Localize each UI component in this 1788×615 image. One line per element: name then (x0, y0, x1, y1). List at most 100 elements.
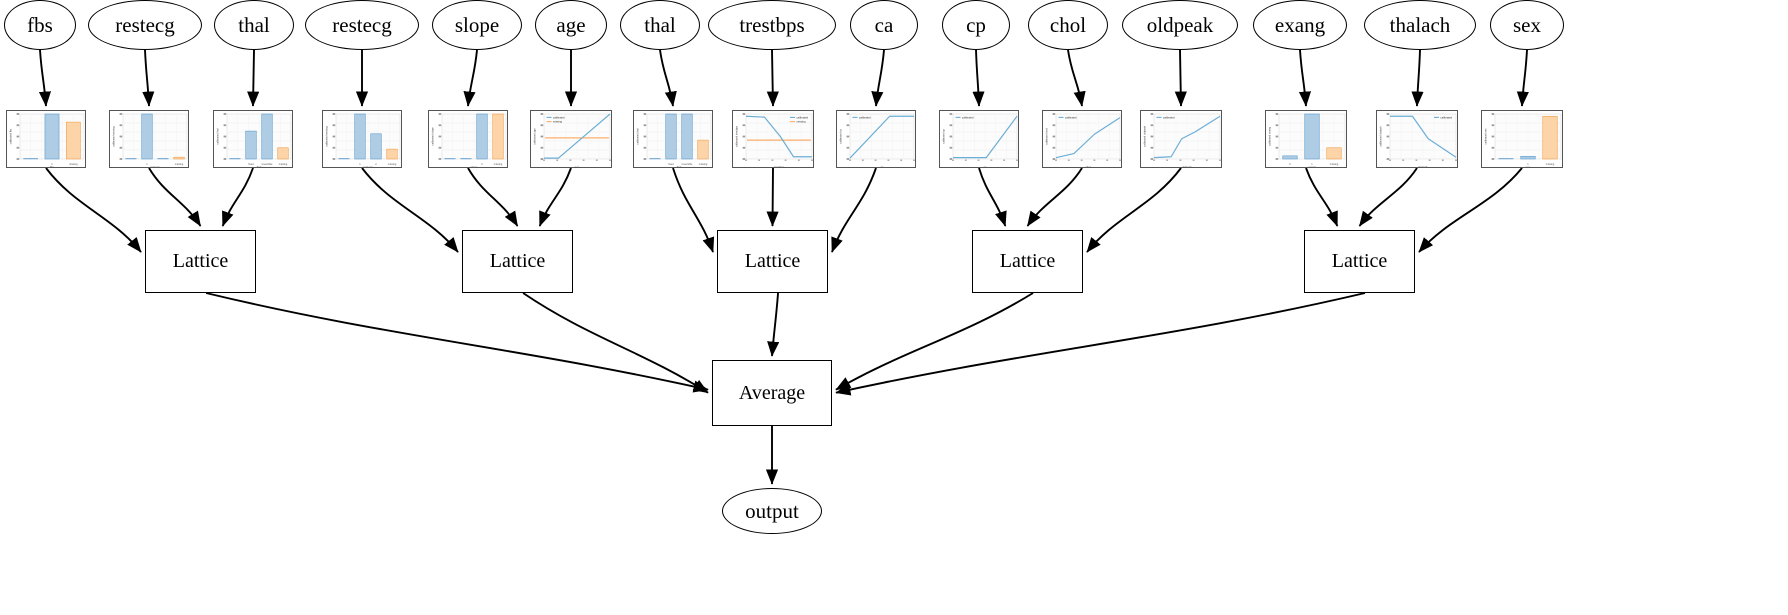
edge-plot-5-to-L1 (538, 167, 572, 227)
svg-text:exang: exang (1308, 165, 1316, 168)
feature-node-thalach-13[interactable]: thalach (1364, 0, 1476, 50)
edge-oldpeak-to-plot-11 (1174, 49, 1187, 107)
lattice-node-3[interactable]: Lattice (972, 230, 1083, 293)
feature-node-chol-10[interactable]: chol (1028, 0, 1108, 50)
average-node-label: Average (738, 381, 806, 404)
feature-node-sex-14[interactable]: sex (1490, 0, 1564, 50)
average-node[interactable]: Average (712, 360, 832, 426)
svg-text:trestbps: trestbps (774, 165, 785, 168)
feature-node-oldpeak-11[interactable]: oldpeak (1122, 0, 1238, 50)
feature-node-fbs-0[interactable]: fbs (4, 0, 76, 50)
svg-text:1: 1 (359, 163, 361, 166)
svg-text:calibrated: calibrated (1163, 116, 1175, 120)
svg-text:chol: chol (1085, 165, 1091, 168)
edge-plot-14-to-L4 (1418, 167, 1523, 253)
svg-text:calibrated oldpeak: calibrated oldpeak (1142, 125, 1146, 147)
calibrator-plot-chol-10[interactable]: calibrated chol chol calibrated (1042, 110, 1122, 168)
edge-plot-12-to-L4 (1305, 167, 1339, 227)
svg-text:ca: ca (881, 165, 884, 168)
feature-node-exang-12[interactable]: exang (1253, 0, 1347, 50)
svg-text:calibrated: calibrated (796, 116, 808, 120)
feature-node-label: thal (238, 12, 270, 37)
edge-plot-4-to-L1 (467, 167, 519, 227)
svg-text:calibrated trestbps: calibrated trestbps (734, 125, 738, 147)
svg-text:calibrated: calibrated (1065, 116, 1077, 120)
feature-node-label: ca (874, 12, 894, 37)
edge-fbs-to-plot-0 (38, 49, 52, 107)
svg-text:missing: missing (699, 163, 708, 166)
lattice-node-0[interactable]: Lattice (145, 230, 256, 293)
svg-text:missing: missing (494, 163, 503, 166)
feature-node-age-5[interactable]: age (535, 0, 607, 50)
svg-text:1: 1 (51, 163, 53, 166)
calibrator-plot-oldpeak-11[interactable]: calibrated oldpeak oldpeak calibrated (1140, 110, 1222, 168)
svg-text:calibrated thal: calibrated thal (635, 128, 639, 145)
edge-plot-7-to-L2 (766, 167, 779, 227)
svg-text:2: 2 (481, 163, 483, 166)
feature-node-label: sex (1513, 12, 1541, 37)
svg-text:thal: thal (677, 165, 682, 168)
lattice-node-label: Lattice (744, 250, 801, 272)
svg-text:calibrated cp: calibrated cp (941, 129, 945, 144)
feature-node-restecg-1[interactable]: restecg (88, 0, 202, 50)
svg-text:calibrated: calibrated (859, 116, 871, 120)
edge-plot-8-to-L2 (831, 167, 877, 253)
feature-node-slope-4[interactable]: slope (432, 0, 522, 50)
svg-text:restecg: restecg (150, 165, 160, 168)
lattice-node-2[interactable]: Lattice (717, 230, 828, 293)
feature-node-thal-2[interactable]: thal (214, 0, 294, 50)
svg-text:thal: thal (257, 165, 262, 168)
edge-slope-to-plot-4 (463, 49, 478, 107)
svg-text:restecg: restecg (363, 165, 373, 168)
edge-L4-to-average (835, 292, 1366, 396)
svg-text:calibrated age: calibrated age (532, 128, 536, 145)
lattice-node-label: Lattice (172, 250, 229, 272)
edge-L2-to-average (767, 292, 780, 357)
feature-node-trestbps-7[interactable]: trestbps (708, 0, 836, 50)
edge-plot-3-to-L1 (361, 167, 459, 253)
feature-node-label: fbs (27, 12, 53, 37)
svg-text:missing: missing (553, 120, 563, 124)
svg-text:calibrated fbs: calibrated fbs (8, 128, 12, 144)
svg-text:fixed: fixed (668, 163, 674, 166)
svg-text:missing: missing (796, 120, 806, 124)
svg-text:2: 2 (375, 163, 377, 166)
lattice-node-1[interactable]: Lattice (462, 230, 573, 293)
lattice-node-4[interactable]: Lattice (1304, 230, 1415, 293)
edge-plot-10-to-L3 (1026, 167, 1083, 227)
feature-node-thal-6[interactable]: thal (620, 0, 700, 50)
svg-text:calibrated thalach: calibrated thalach (1378, 126, 1382, 147)
edge-L0-to-average (205, 292, 709, 393)
edge-thal-to-plot-2 (247, 49, 260, 107)
output-node[interactable]: output (722, 488, 822, 534)
svg-text:fbs: fbs (50, 165, 54, 168)
feature-node-label: restecg (332, 12, 392, 37)
svg-text:oldpeak: oldpeak (1182, 165, 1192, 168)
edge-plot-11-to-L3 (1086, 167, 1182, 253)
feature-node-ca-8[interactable]: ca (850, 0, 918, 50)
svg-text:1: 1 (1527, 163, 1529, 166)
svg-text:fixed: fixed (248, 163, 254, 166)
svg-text:calibrated restecg: calibrated restecg (111, 126, 115, 147)
svg-text:calibrated chol: calibrated chol (1044, 128, 1048, 145)
feature-node-restecg-3[interactable]: restecg (305, 0, 419, 50)
feature-node-label: restecg (115, 12, 175, 37)
lattice-node-label: Lattice (489, 250, 546, 272)
svg-text:missing: missing (388, 163, 397, 166)
feature-node-cp-9[interactable]: cp (942, 0, 1010, 50)
